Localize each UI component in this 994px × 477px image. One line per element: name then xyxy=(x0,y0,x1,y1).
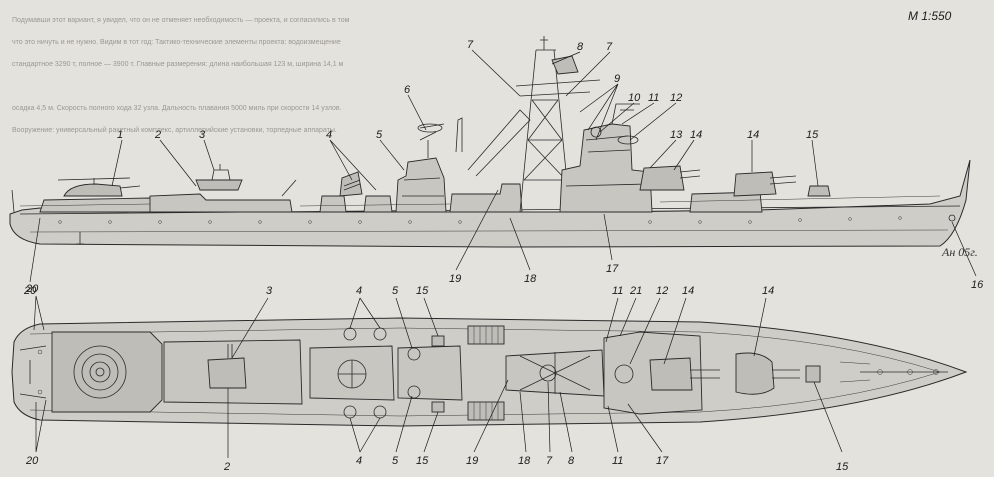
background-text-line: стандартное 3290 т, полное — 3900 т. Гла… xyxy=(12,60,344,68)
callout-label: 19 xyxy=(466,455,478,467)
side-gun-mount-fwd xyxy=(733,171,777,197)
callout-label: 14 xyxy=(762,285,774,297)
plan-gun-mount-mid xyxy=(649,357,693,391)
callout-label: 20 xyxy=(25,283,39,295)
side-bridge xyxy=(559,123,653,213)
plan-gratings xyxy=(467,325,505,421)
callout-label: 14 xyxy=(747,129,759,141)
callout-label: 4 xyxy=(326,129,332,141)
side-aft-funnel xyxy=(395,157,447,213)
side-crane xyxy=(467,109,531,177)
callout-label: 4 xyxy=(356,455,362,467)
background-text-block: Подумавши этот вариант, я увидел, что он… xyxy=(12,16,350,134)
plan-launcher-box xyxy=(431,335,445,347)
callout-label: 10 xyxy=(628,92,641,104)
callout-label: 14 xyxy=(682,285,694,297)
side-launcher xyxy=(319,195,347,213)
side-leader-lines xyxy=(29,49,977,283)
side-profile-view xyxy=(9,36,971,248)
callout-label: 16 xyxy=(971,279,984,291)
callout-label: 8 xyxy=(577,41,584,53)
background-text-line: Вооружение: универсальный ракетный компл… xyxy=(12,126,337,134)
side-gun-mount-mid xyxy=(639,165,685,191)
callout-label: 12 xyxy=(670,92,682,104)
plan-gun-mount-fwd xyxy=(735,352,800,395)
callout-label: 21 xyxy=(629,285,642,297)
callout-label: 17 xyxy=(606,263,619,275)
callout-label: 6 xyxy=(404,84,411,96)
callout-label: 5 xyxy=(392,455,399,467)
plan-callouts: 20 20 3 2 4 4 5 5 15 15 19 18 7 8 11 21 … xyxy=(25,283,849,473)
callout-label: 13 xyxy=(670,129,683,141)
callout-label: 11 xyxy=(612,285,623,297)
callout-label: 19 xyxy=(449,273,461,285)
callout-label: 7 xyxy=(467,39,474,51)
callout-label: 18 xyxy=(524,273,537,285)
callout-label: 20 xyxy=(25,455,39,467)
side-callouts: 1 2 3 4 5 6 7 8 7 9 10 11 12 13 14 14 15… xyxy=(23,39,984,297)
plan-launcher-box xyxy=(431,401,445,413)
callout-label: 5 xyxy=(376,129,383,141)
background-text-line: что это ничуть и не нужно. Видим в тот г… xyxy=(12,39,341,46)
callout-label: 7 xyxy=(606,41,613,53)
callout-label: 14 xyxy=(690,129,702,141)
callout-label: 15 xyxy=(416,285,429,297)
anchor-hawse-icon xyxy=(948,214,956,222)
side-launcher-bow xyxy=(807,185,831,197)
artist-signature: Ан 05г. xyxy=(941,245,978,259)
callout-label: 15 xyxy=(416,455,429,467)
helicopter-icon xyxy=(57,177,141,197)
callout-label: 18 xyxy=(518,455,531,467)
side-main-mast xyxy=(515,36,601,213)
side-radar-fwd xyxy=(590,103,640,145)
callout-label: 12 xyxy=(656,285,668,297)
helipad xyxy=(51,331,163,413)
callout-label: 9 xyxy=(614,73,620,85)
callout-label: 1 xyxy=(117,129,123,141)
side-launcher-rails xyxy=(339,171,363,197)
plan-gun-mount-aft xyxy=(207,357,247,389)
side-gun-mount-aft xyxy=(195,179,243,191)
callout-label: 15 xyxy=(836,461,849,473)
background-text-line: Подумавши этот вариант, я увидел, что он… xyxy=(12,16,350,24)
callout-label: 3 xyxy=(199,129,206,141)
plan-leader-lines xyxy=(33,295,843,458)
plan-view xyxy=(11,317,968,427)
callout-label: 5 xyxy=(392,285,399,297)
callout-label: 4 xyxy=(356,285,362,297)
callout-label: 8 xyxy=(568,455,575,467)
side-portholes xyxy=(58,216,902,224)
side-aft-deckhouse xyxy=(149,193,293,213)
callout-label: 11 xyxy=(648,92,659,104)
callout-label: 11 xyxy=(612,455,623,467)
callout-label: 3 xyxy=(266,285,273,297)
scale-label: М 1:550 xyxy=(908,9,952,23)
callout-label: 15 xyxy=(806,129,819,141)
callout-label: 20 xyxy=(23,285,37,297)
plan-launcher-bow xyxy=(805,365,821,383)
callout-label: 2 xyxy=(154,129,161,141)
side-radar-aft xyxy=(417,123,445,158)
callout-label: 17 xyxy=(656,455,669,467)
background-text-line: осадка 4,5 м. Скорость полного хода 32 у… xyxy=(12,105,342,112)
callout-label: 2 xyxy=(223,461,230,473)
side-hull xyxy=(9,159,971,248)
callout-label: 7 xyxy=(546,455,553,467)
